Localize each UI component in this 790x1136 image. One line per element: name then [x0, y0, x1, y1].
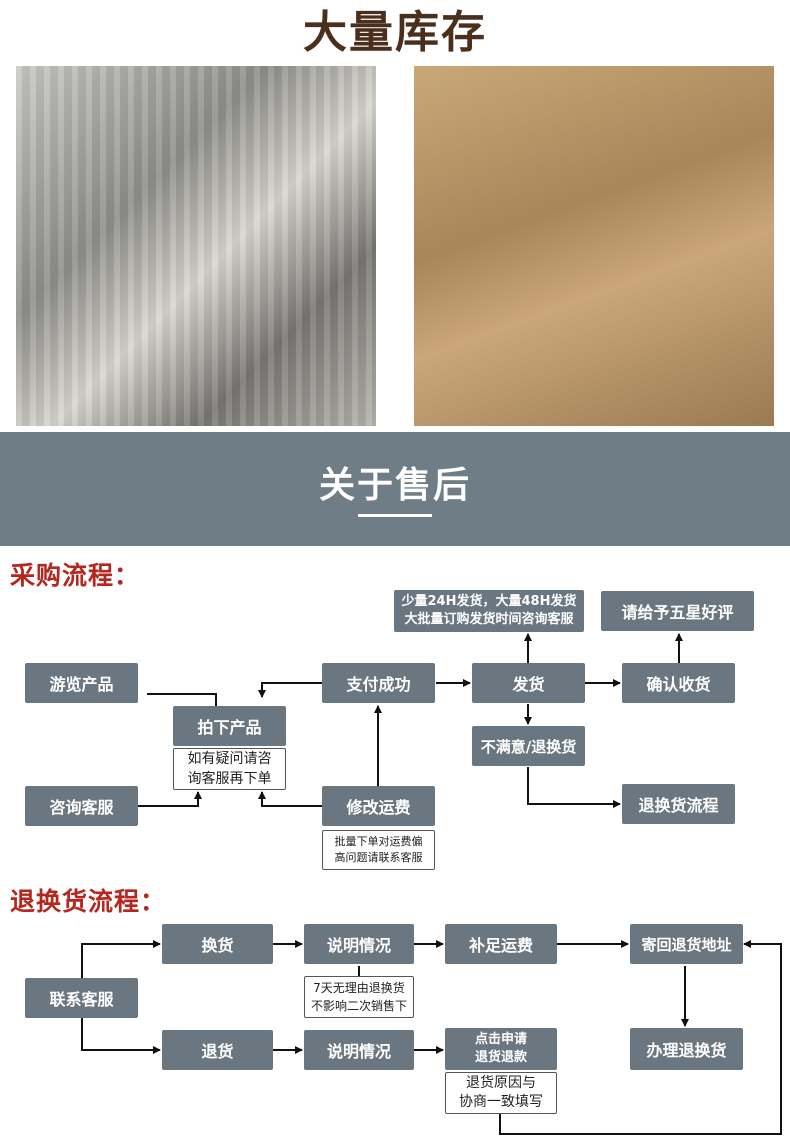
step-unsatisfied-return: 不满意/退换货: [472, 726, 585, 766]
explain-note-line1: 7天无理由退换货: [313, 981, 405, 995]
modify-note-line2: 高问题请联系客服: [334, 851, 423, 864]
explain-note: 7天无理由退换货 不影响二次销售下: [304, 976, 414, 1018]
step-return-flow: 退换货流程: [622, 784, 735, 824]
order-note-line1: 如有疑问请咨: [187, 751, 272, 767]
ship-note-line1: 少量24H发货，大量48H发货: [401, 594, 577, 609]
step-explain-refund: 说明情况: [304, 1030, 414, 1070]
page-title: 大量库存: [303, 7, 487, 58]
step-consult-service: 咨询客服: [25, 786, 138, 826]
order-note: 如有疑问请咨 询客服再下单: [173, 748, 286, 790]
step-send-back-address: 寄回退货地址: [630, 924, 743, 964]
step-refund: 退货: [162, 1030, 273, 1070]
step-ship: 发货: [472, 663, 585, 703]
step-modify-shipping: 修改运费: [322, 786, 435, 826]
ship-note-line2: 大批量订购发货时间咨询客服: [404, 612, 574, 627]
return-flow-title: 退换货流程：: [10, 887, 167, 916]
modify-note: 批量下单对运费偏 高问题请联系客服: [322, 830, 435, 870]
order-note-line2: 询客服再下单: [187, 771, 272, 787]
apply-note-line2: 协商一致填写: [459, 1094, 543, 1110]
apply-line2: 退货退款: [474, 1050, 527, 1065]
apply-line1: 点击申请: [474, 1032, 527, 1047]
step-payment-success: 支付成功: [322, 663, 435, 703]
step-apply-refund: 点击申请 退货退款: [445, 1028, 557, 1070]
step-browse-products: 游览产品: [25, 663, 138, 703]
apply-note-line1: 退货原因与: [466, 1075, 536, 1091]
purchase-flow-title: 采购流程：: [10, 561, 141, 590]
aluminum-stock-photo: [16, 66, 376, 426]
about-underline: [358, 514, 432, 517]
step-explain-exchange: 说明情况: [304, 924, 414, 964]
modify-note-line1: 批量下单对运费偏: [334, 835, 423, 848]
explain-note-line2: 不影响二次销售下: [310, 999, 407, 1013]
about-title: 关于售后: [318, 465, 471, 506]
step-exchange: 换货: [162, 924, 273, 964]
step-five-star-review: 请给予五星好评: [601, 591, 754, 631]
ship-note: 少量24H发货，大量48H发货 大批量订购发货时间咨询客服: [394, 590, 584, 632]
step-process-return: 办理退换货: [630, 1028, 743, 1070]
step-contact-service: 联系客服: [25, 978, 138, 1018]
about-banner: [0, 432, 790, 546]
boxes-stock-photo: [414, 66, 774, 426]
step-add-shipping-fee: 补足运费: [445, 924, 557, 964]
step-confirm-receipt: 确认收货: [622, 663, 735, 703]
step-place-order: 拍下产品: [173, 706, 286, 746]
apply-note: 退货原因与 协商一致填写: [445, 1072, 557, 1114]
